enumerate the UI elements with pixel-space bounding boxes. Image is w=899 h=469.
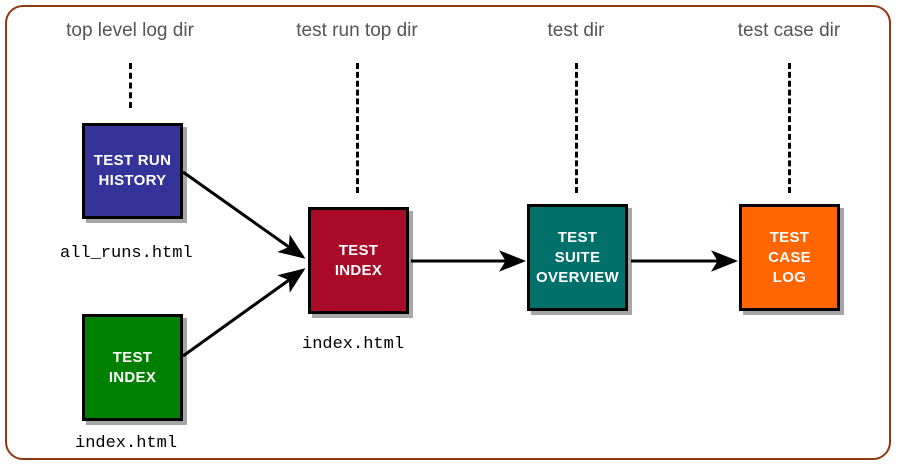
- column-header-top-level-log-dir: top level log dir: [66, 20, 194, 41]
- node-test-run-history[interactable]: TEST RUN HISTORY: [82, 123, 183, 219]
- column-header-test-dir: test dir: [547, 20, 605, 41]
- drop-line-test-dir: [575, 63, 578, 193]
- node-test-case-log-label: TEST CASE LOG: [768, 228, 811, 286]
- node-test-suite-overview-label: TEST SUITE OVERVIEW: [536, 228, 619, 286]
- drop-line-top-level-log-dir: [129, 63, 132, 108]
- node-test-index-green[interactable]: TEST INDEX: [82, 314, 183, 421]
- column-header-test-run-top-dir: test run top dir: [296, 20, 418, 41]
- file-label-all-runs-html: all_runs.html: [60, 244, 193, 263]
- node-test-run-history-label: TEST RUN HISTORY: [93, 152, 172, 189]
- diagram-frame-border: [5, 5, 891, 460]
- node-test-case-log[interactable]: TEST CASE LOG: [739, 204, 840, 311]
- node-test-index-green-label: TEST INDEX: [108, 348, 157, 386]
- column-header-test-case-dir: test case dir: [737, 20, 841, 41]
- drop-line-test-case-dir: [788, 63, 791, 193]
- node-test-suite-overview[interactable]: TEST SUITE OVERVIEW: [527, 204, 628, 311]
- file-label-index-html-green: index.html: [75, 434, 178, 453]
- node-test-index-red-label: TEST INDEX: [334, 241, 383, 279]
- file-label-index-html-red: index.html: [302, 335, 405, 354]
- drop-line-test-run-top-dir: [356, 63, 359, 193]
- node-test-index-red[interactable]: TEST INDEX: [308, 207, 409, 314]
